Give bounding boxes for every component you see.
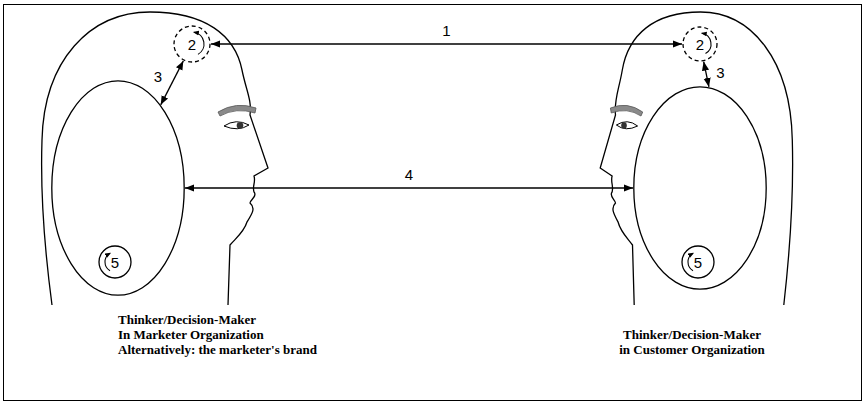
connector-arrow <box>211 43 682 44</box>
mind-oval: 5 <box>51 80 185 296</box>
caption-text: Alternatively: the marketer's brand <box>118 342 268 357</box>
circle-outline <box>683 27 717 61</box>
circle-outline <box>174 26 210 62</box>
callout-number: 4 <box>404 167 414 182</box>
head-outline-path <box>42 12 268 305</box>
process-circle: 5 <box>98 245 132 279</box>
process-circle: 5 <box>681 245 715 279</box>
connector-arrow <box>185 187 633 188</box>
process-circle: 2 <box>682 26 718 62</box>
oval-outline <box>634 87 766 289</box>
eyebrow <box>610 105 642 116</box>
callout-number: 1 <box>441 23 451 38</box>
thinker-head: Thinker/Decision-Maker in Customer Organ… <box>590 8 805 360</box>
head-outline-path <box>600 12 792 305</box>
figure-border <box>4 5 862 401</box>
circle-outline <box>99 246 131 278</box>
callout-number: 3 <box>153 69 163 84</box>
caption: Thinker/Decision-Maker In Marketer Organ… <box>118 312 268 357</box>
head-profile <box>600 12 792 305</box>
cycle-arrow <box>105 253 110 270</box>
callout-number: 2 <box>696 37 704 52</box>
mind-oval: 5 <box>633 86 767 290</box>
circle-outline <box>682 246 714 278</box>
process-circle: 2 <box>173 25 211 63</box>
callout-number: 2 <box>188 37 196 52</box>
iris <box>621 122 627 129</box>
head-outline <box>36 8 336 360</box>
connector-arrow <box>704 62 709 87</box>
thinker-head: Thinker/Decision-Maker In Marketer Organ… <box>36 8 336 360</box>
cycle-arrow <box>688 253 693 270</box>
head-profile <box>42 12 268 305</box>
oval-outline <box>52 81 184 295</box>
eye <box>616 122 637 129</box>
eyebrow <box>218 105 256 116</box>
callout-number: 5 <box>694 255 702 270</box>
eye <box>224 122 249 129</box>
callout-number: 3 <box>715 65 725 80</box>
caption: Thinker/Decision-Maker in Customer Organ… <box>617 327 767 357</box>
callout-number: 5 <box>111 255 119 270</box>
iris <box>237 122 244 129</box>
caption-text: Thinker/Decision-Maker in Customer Organ… <box>617 327 767 357</box>
connector-arrow <box>161 61 184 105</box>
caption-text: Thinker/Decision-Maker In Marketer Organ… <box>118 312 268 342</box>
